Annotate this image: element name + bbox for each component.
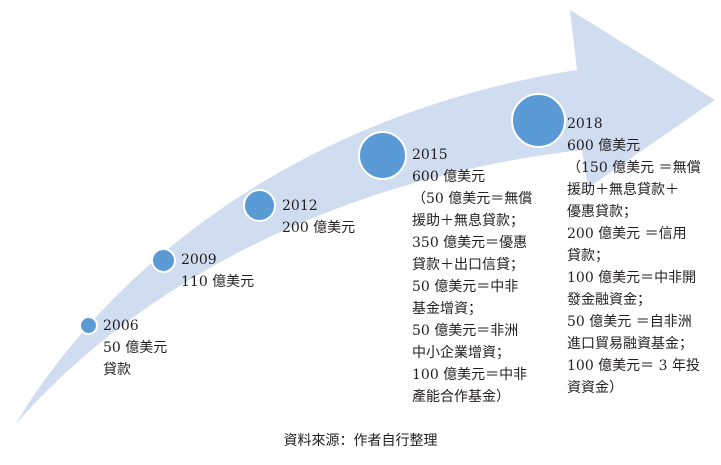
milestone-line: 110 億美元 [181,274,255,290]
milestone-year: 2015 [412,147,448,163]
milestone-dot-2015 [358,131,407,180]
milestone-2015: 2015 600 億美元 （50 億美元＝無償 援助＋無息貸款； 350 億美元… [412,145,532,409]
milestone-year: 2009 [181,252,217,268]
milestone-line: 50 億美元＝非洲 [412,323,519,339]
milestone-dot-2006 [79,316,98,335]
milestone-2012: 2012 200 億美元 [282,195,355,239]
source-caption: 資料來源：作者自行整理 [283,433,438,449]
milestone-line: 50 億美元 [103,340,168,356]
milestone-dot-2018 [511,93,566,148]
milestone-line: 貸款； [567,248,609,264]
milestone-line: 350 億美元＝優惠 [412,235,528,251]
milestone-line: 產能合作基金） [412,389,510,405]
milestone-line: 200 億美元 ＝信用 [567,226,687,242]
milestone-line: 中小企業增資； [412,345,510,361]
milestone-line: 優惠貸款； [567,204,637,220]
milestone-2009: 2009 110 億美元 [181,249,254,293]
milestone-line: 進口貿易融資基金； [567,336,693,352]
milestone-2006: 2006 50 億美元 貸款 [103,315,167,381]
milestone-line: 50 億美元＝中非 [412,279,519,295]
milestone-line: （150 億美元 ＝無償 [567,160,701,176]
milestone-line: 600 億美元 [567,138,641,154]
milestone-line: 100 億美元＝中非 [412,367,528,383]
milestone-dot-2012 [243,189,276,222]
milestone-line: （50 億美元＝無償 [412,191,533,207]
milestone-line: 援助＋無息貸款＋ [567,182,679,198]
milestone-dot-2009 [151,248,176,273]
milestone-line: 50 億美元 ＝自非洲 [567,314,692,330]
milestone-line: 資資金） [567,380,623,396]
milestone-line: 100 億美元＝ 3 年投 [567,358,700,374]
milestone-line: 200 億美元 [282,220,356,236]
milestone-line: 發金融資金； [567,292,651,308]
milestone-year: 2006 [103,318,139,334]
milestone-year: 2012 [282,198,318,214]
milestone-line: 100 億美元＝中非開 [567,270,697,286]
milestone-2018: 2018 600 億美元 （150 億美元 ＝無償 援助＋無息貸款＋ 優惠貸款；… [567,113,701,399]
milestone-line: 援助＋無息貸款； [412,213,524,229]
milestone-year: 2018 [567,116,603,132]
milestone-line: 貸款＋出口信貸； [412,257,524,273]
milestone-line: 貸款 [103,362,131,378]
milestone-line: 基金增資； [412,301,482,317]
milestone-line: 600 億美元 [412,169,486,185]
